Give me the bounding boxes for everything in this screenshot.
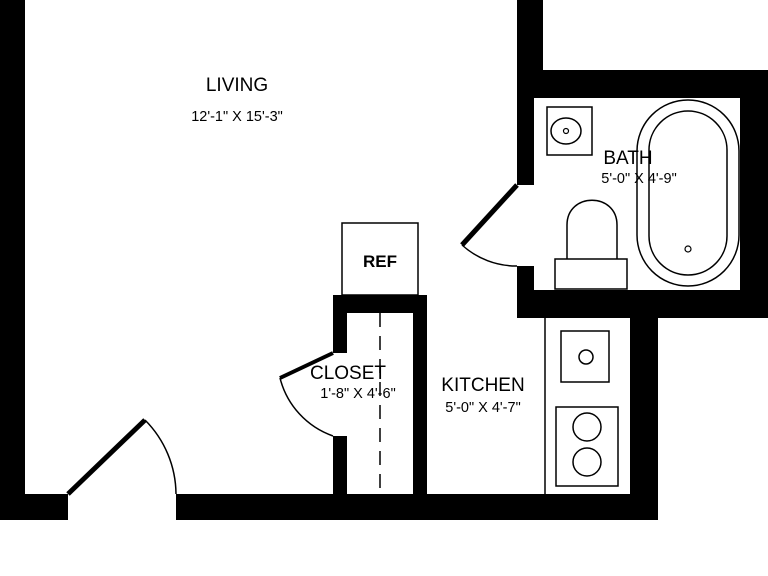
kitchen-right-wall <box>630 290 658 520</box>
bath-room-dimensions: 5'-0" X 4'-9" <box>601 171 676 187</box>
closet-door-swing-arc <box>279 377 334 437</box>
walls <box>0 0 768 520</box>
living-room-name: LIVING <box>206 75 268 96</box>
closet-name: CLOSET <box>310 363 386 384</box>
closet-left-wall-upper <box>333 295 347 353</box>
refrigerator-label: REF <box>363 252 397 271</box>
refrigerator: REF <box>341 222 419 296</box>
bath-sink-basin <box>550 117 582 145</box>
kitchen-sink-drain <box>578 349 594 365</box>
toilet-tank <box>554 258 628 290</box>
stove-body <box>555 406 619 487</box>
bath-sink-drain <box>562 127 570 135</box>
stove-burner-bottom <box>572 447 602 477</box>
bathtub-outer <box>636 99 740 287</box>
bottom-wall-left-segment <box>0 494 68 520</box>
bathtub <box>636 99 740 287</box>
closet-right-wall <box>413 295 427 520</box>
toilet <box>554 199 628 290</box>
bath-door-swing-arc <box>461 244 518 267</box>
closet-left-wall-lower <box>333 436 347 520</box>
bath-right-wall <box>740 70 768 318</box>
entry-door-leaf <box>66 418 147 496</box>
bathtub-drain <box>684 245 692 253</box>
kitchen-name: KITCHEN <box>441 375 524 396</box>
kitchen-sink-basin <box>560 330 610 383</box>
bath-door <box>460 183 519 267</box>
bathtub-inner <box>648 110 728 276</box>
bath-top-wall <box>517 70 768 98</box>
bath-room-name: BATH <box>603 148 652 169</box>
bath-sink-counter <box>546 106 593 156</box>
kitchen-sink <box>560 330 610 383</box>
closet-door-leaf <box>279 351 334 380</box>
bath-sink <box>546 106 593 156</box>
entry-door-swing-arc <box>144 419 177 495</box>
kitchen-stove <box>555 406 619 487</box>
toilet-bowl <box>566 199 618 259</box>
stove-burner-top <box>572 412 602 442</box>
bath-door-leaf <box>460 183 519 247</box>
closet-dimensions: 1'-8" X 4'-6" <box>320 386 395 402</box>
refrigerator-box <box>341 222 419 296</box>
closet-top-wall <box>333 295 427 313</box>
left-exterior-wall <box>0 0 25 520</box>
kitchen-dimensions: 5'-0" X 4'-7" <box>445 400 520 416</box>
entry-door <box>66 418 177 496</box>
closet-door <box>279 351 334 437</box>
bath-left-wall-upper <box>517 70 534 185</box>
living-room-dimensions: 12'-1" X 15'-3" <box>191 109 283 125</box>
